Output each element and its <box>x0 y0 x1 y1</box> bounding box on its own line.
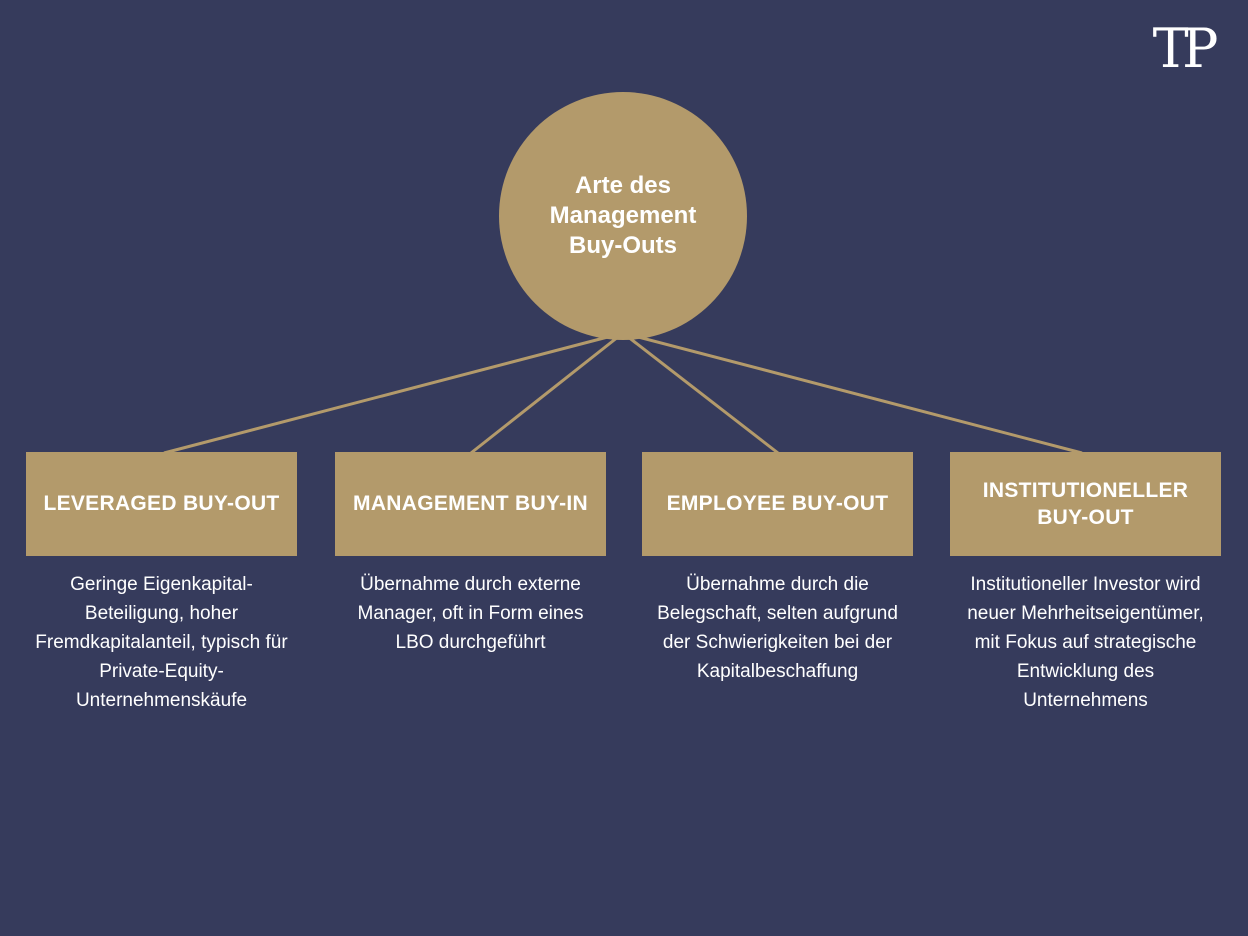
branch-title: MANAGEMENT BUY-IN <box>353 492 588 516</box>
branch-title: INSTITUTIONELLER BUY-OUT <box>982 478 1189 529</box>
root-node-title: Arte des Management Buy-Outs <box>549 172 697 259</box>
logo-text: TP <box>1152 17 1219 80</box>
connector-line-leveraged <box>163 331 624 455</box>
branch-description-employee-buy-out: Übernahme durch die Belegschaft, selten … <box>657 574 898 682</box>
branch-title: LEVERAGED BUY-OUT <box>43 492 280 516</box>
connector-line-employee <box>622 331 779 455</box>
branch-description-management-buy-in: Übernahme durch externe Manager, oft in … <box>357 574 584 653</box>
branch-box-management-buy-in: MANAGEMENT BUY-IN <box>335 452 606 556</box>
root-node: Arte des Management Buy-Outs <box>499 92 747 340</box>
branch-description-institutioneller-buy-out: Institutioneller Investor wird neuer Meh… <box>967 574 1204 711</box>
branch-box-employee-buy-out: EMPLOYEE BUY-OUT <box>642 452 913 556</box>
connector-line-buy-in <box>470 331 624 455</box>
branch-box-leveraged-buy-out: LEVERAGED BUY-OUT <box>26 452 297 556</box>
branch-box-institutioneller-buy-out: INSTITUTIONELLER BUY-OUT <box>950 452 1221 556</box>
branch-title: EMPLOYEE BUY-OUT <box>666 492 889 516</box>
logo: TP <box>1153 22 1219 76</box>
branch-description-leveraged-buy-out: Geringe Eigenkapital-Beteiligung, hoher … <box>35 574 288 711</box>
connector-line-institutioneller <box>622 331 1083 455</box>
